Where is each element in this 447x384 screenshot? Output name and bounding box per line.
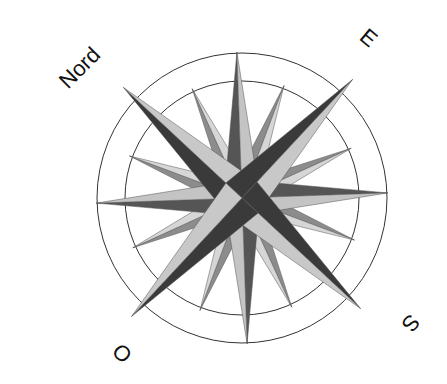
rose-point-half: [132, 183, 243, 317]
rose-point-half: [242, 182, 361, 309]
rose-point-half: [132, 198, 259, 317]
direction-label: O: [109, 339, 137, 367]
direction-label: Nord: [55, 43, 104, 92]
direction-label: E: [355, 25, 380, 51]
direction-label: S: [397, 310, 423, 335]
outer-ring: [97, 53, 387, 343]
rose-point-half: [226, 80, 353, 199]
rose-points: [96, 52, 388, 344]
